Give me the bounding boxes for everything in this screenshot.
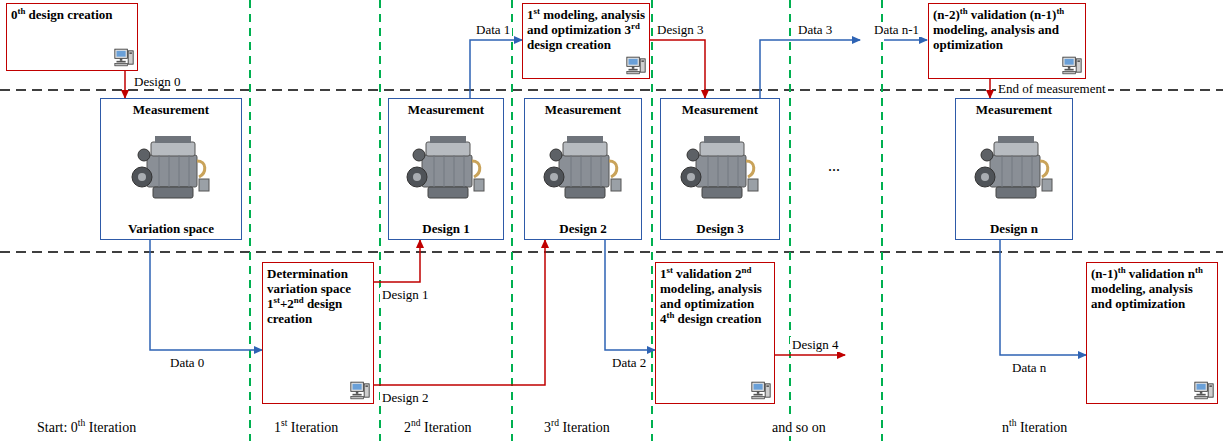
edge-label: Design 2 (380, 390, 431, 405)
text-label: 2nd Iteration (402, 420, 473, 436)
data-arrow (760, 40, 860, 98)
process-box: (n-1)th validation nth modeling, analysi… (1086, 262, 1218, 404)
design-arrow (775, 354, 845, 356)
process-box: Determination variation space 1st+2nd de… (262, 262, 374, 404)
box-text: Measurement (408, 102, 484, 117)
engine-illustration (678, 133, 762, 205)
edge-label: Design 0 (132, 74, 183, 89)
measurement-box: MeasurementDesign n (955, 98, 1073, 240)
measurement-box: MeasurementDesign 3 (660, 98, 780, 240)
iteration-separators (250, 0, 882, 441)
text-label: ... (826, 158, 842, 173)
data-arrow (884, 39, 927, 41)
box-text: Measurement (682, 102, 758, 117)
flow-arrow (374, 240, 545, 385)
lane-separators (0, 90, 1223, 252)
superscript: st (274, 295, 280, 305)
measurement-box: MeasurementVariation space (100, 98, 242, 240)
superscript: th (18, 6, 26, 16)
edge-label: Design 3 (655, 22, 706, 37)
process-box: (n-2)th validation (n-1)th modeling, ana… (928, 3, 1086, 79)
process-box: 1st modeling, analysis and optimization … (522, 3, 650, 79)
measurement-box: MeasurementDesign 1 (388, 98, 504, 240)
flow-arrow (605, 240, 655, 350)
engine-illustration (541, 133, 625, 205)
edge-label: Data 0 (168, 355, 206, 370)
edge-label: Data n (1010, 360, 1048, 375)
superscript: th (667, 310, 675, 320)
box-text: Design 1 (422, 221, 469, 236)
box-text: 1st modeling, analysis and optimization … (527, 7, 645, 52)
superscript: st (667, 265, 673, 275)
box-text: Variation space (128, 221, 214, 236)
edge-label: Data 1 (474, 22, 512, 37)
superscript: th (78, 418, 85, 428)
flow-arrow (374, 240, 420, 282)
box-text: Determination variation space 1st+2nd de… (267, 266, 369, 326)
superscript: st (534, 6, 540, 16)
text-label: 3rd Iteration (542, 420, 612, 436)
box-text: Design 2 (559, 221, 606, 236)
flow-arrow (1000, 240, 1086, 355)
computer-icon (1062, 56, 1082, 75)
process-box: 1st validation 2nd modeling, analysis an… (655, 262, 775, 404)
superscript: st (281, 418, 287, 428)
superscript: rd (631, 21, 640, 31)
text-label: Data n-1 (872, 22, 921, 37)
superscript: th (1056, 6, 1064, 16)
computer-icon (751, 381, 771, 400)
engine-illustration (972, 133, 1056, 205)
text-label: Design 4 (790, 337, 841, 352)
box-text: Design n (990, 221, 1038, 236)
text-label: Data 3 (796, 22, 834, 37)
computer-icon (1194, 381, 1214, 400)
superscript: th (960, 6, 968, 16)
engine-illustration (129, 133, 213, 205)
computer-icon (114, 48, 134, 67)
box-text: (n-1)th validation nth modeling, analysi… (1091, 266, 1213, 311)
box-text: 0th design creation (11, 7, 133, 22)
superscript: nd (411, 418, 421, 428)
box-text: Measurement (976, 102, 1052, 117)
edge-label: Data 2 (610, 355, 648, 370)
engine-illustration (404, 133, 488, 205)
text-label: 1st Iteration (272, 420, 340, 436)
superscript: nd (742, 265, 752, 275)
box-text: Design 3 (696, 221, 743, 236)
box-text: Measurement (133, 102, 209, 117)
flow-arrow (150, 240, 262, 350)
measurement-box: MeasurementDesign 2 (524, 98, 642, 240)
text-label: Start: 0th Iteration (35, 420, 138, 436)
text-label: and so on (770, 420, 828, 436)
computer-icon (350, 381, 370, 400)
box-text: (n-2)th validation (n-1)th modeling, ana… (933, 7, 1081, 52)
flow-arrow (470, 40, 522, 98)
superscript: nd (294, 295, 304, 305)
flow-arrow (989, 79, 991, 98)
flow-arrow (650, 40, 705, 98)
flow-arrow (124, 71, 126, 98)
superscript: rd (551, 418, 559, 428)
edge-label: End of measurement (996, 81, 1108, 96)
superscript: th (1009, 418, 1016, 428)
computer-icon (626, 56, 646, 75)
box-text: 1st validation 2nd modeling, analysis an… (660, 266, 770, 326)
edge-label: Design 1 (380, 287, 431, 302)
superscript: th (1118, 265, 1126, 275)
superscript: th (1195, 265, 1203, 275)
text-label: nth Iteration (1000, 420, 1069, 436)
process-box: 0th design creation (6, 3, 138, 71)
box-text: Measurement (545, 102, 621, 117)
